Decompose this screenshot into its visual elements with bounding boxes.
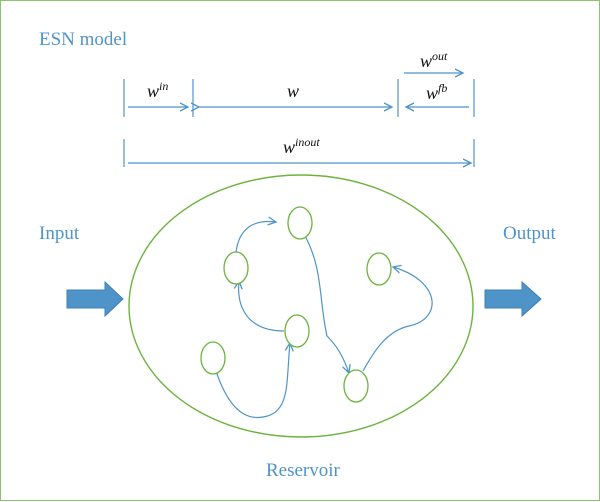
w-out-label: wout — [420, 49, 448, 71]
connection-path — [235, 221, 276, 253]
neuron-node — [223, 251, 249, 285]
input-label: Input — [39, 223, 80, 244]
w-label: w — [287, 81, 299, 101]
neuron-node — [287, 206, 313, 240]
connection-path — [304, 235, 349, 373]
reservoir-label: Reservoir — [266, 460, 341, 481]
connection-path — [239, 281, 285, 332]
w-fb-label: wfb — [426, 81, 447, 103]
reservoir-neurons — [200, 206, 392, 403]
neuron-node — [200, 341, 226, 375]
connection-path — [215, 343, 290, 419]
diagram-title: ESN model — [39, 29, 127, 50]
w-in-label: win — [147, 79, 168, 101]
output-label: Output — [503, 223, 557, 244]
neuron-node — [366, 252, 392, 286]
w-inout-label: winout — [283, 135, 320, 157]
reservoir-ellipse — [128, 174, 474, 438]
weight-ticks — [123, 79, 475, 167]
connection-path — [362, 267, 433, 372]
neuron-node — [343, 369, 369, 403]
output-arrow-icon — [484, 280, 542, 318]
neuron-node — [284, 314, 310, 348]
input-arrow-icon — [66, 280, 124, 318]
reservoir-connections — [215, 221, 433, 419]
